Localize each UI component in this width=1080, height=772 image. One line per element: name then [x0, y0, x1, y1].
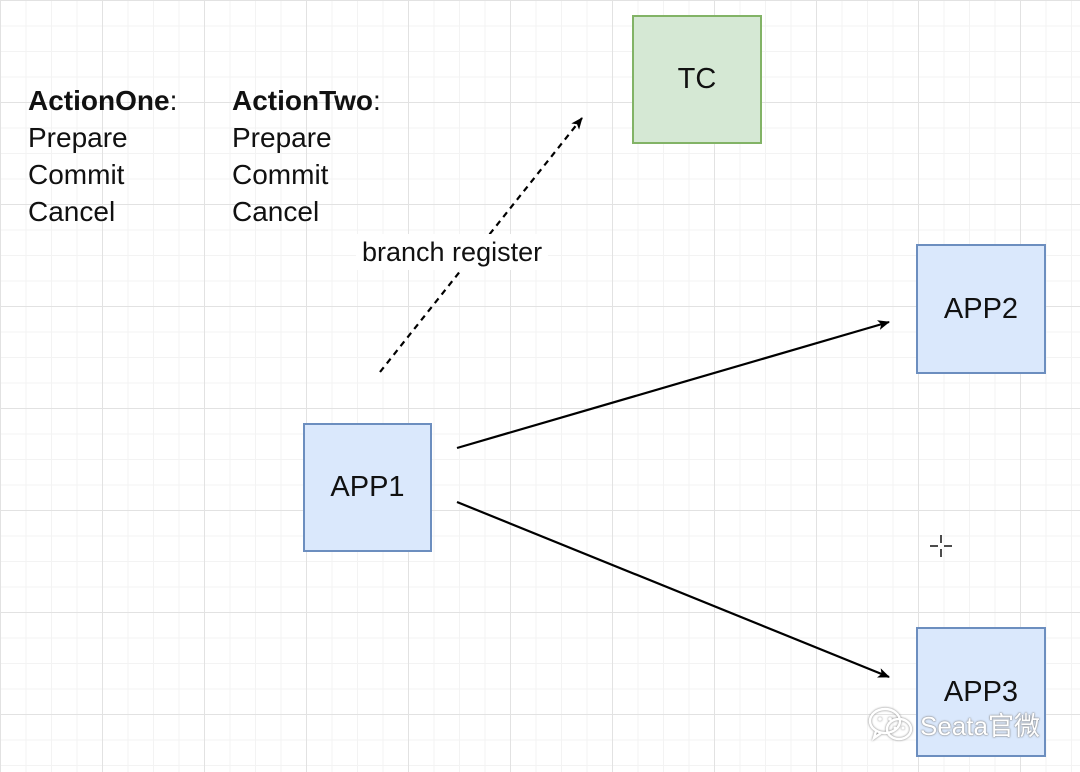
app1-node-label: APP1 [330, 471, 405, 503]
watermark-text: Seata官微 [920, 711, 1040, 741]
crosshair-move-cursor-icon [930, 535, 952, 557]
app2-node-label: APP2 [943, 292, 1019, 325]
app1-to-app2-arrow [456, 320, 890, 450]
tc-node[interactable]: TC [632, 15, 762, 144]
app3-node-label: APP3 [943, 675, 1019, 708]
tc-node-label: TC [677, 63, 717, 95]
app1-node[interactable]: APP1 [303, 423, 432, 552]
watermark: Seata官微 [868, 706, 1040, 743]
action-two-method: Commit [232, 159, 329, 190]
action-one-method: Prepare [28, 122, 128, 153]
app3-node[interactable]: APP3 [916, 627, 1046, 757]
action-two-title: ActionTwo: [232, 85, 381, 116]
action-one-block: ActionOne: Prepare Commit Cancel [28, 82, 177, 230]
action-two-method: Prepare [232, 122, 332, 153]
action-one-method: Cancel [28, 196, 116, 227]
action-one-method: Commit [28, 159, 125, 190]
action-two-block: ActionTwo: Prepare Commit Cancel [232, 82, 381, 230]
branch-register-label: branch register [356, 234, 549, 270]
app1-to-app3-arrow [456, 500, 890, 679]
app2-node[interactable]: APP2 [916, 244, 1046, 374]
action-one-title: ActionOne: [28, 85, 178, 116]
wechat-icon [868, 707, 913, 741]
action-two-method: Cancel [232, 196, 320, 227]
